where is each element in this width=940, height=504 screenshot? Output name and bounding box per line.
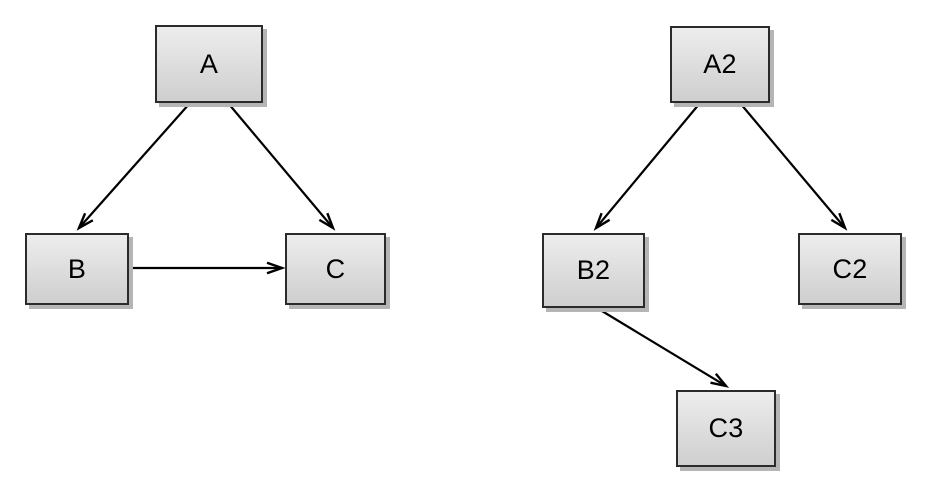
edge-b2-to-c3[interactable] xyxy=(596,307,730,388)
node-b2[interactable]: B2 xyxy=(542,233,645,308)
edge-line xyxy=(596,307,727,387)
edge-line xyxy=(227,102,334,229)
node-label-c2: C2 xyxy=(832,253,868,284)
edge-line xyxy=(739,102,846,229)
edge-line xyxy=(78,102,191,229)
node-b[interactable]: B xyxy=(25,233,129,305)
edge-b-to-c[interactable] xyxy=(130,261,286,275)
arrowhead-icon xyxy=(318,212,336,231)
arrowhead-icon xyxy=(76,212,94,231)
node-label-b: B xyxy=(67,253,87,284)
arrowhead-icon xyxy=(593,212,611,231)
edge-a2-to-b2[interactable] xyxy=(593,102,701,231)
node-label-a2: A2 xyxy=(703,49,737,79)
arrowhead-icon xyxy=(266,261,286,275)
arrowhead-icon xyxy=(830,212,848,231)
node-label-b2: B2 xyxy=(576,255,611,285)
node-label-a: A xyxy=(199,48,219,79)
edge-a2-to-c2[interactable] xyxy=(739,102,848,231)
edge-line xyxy=(595,102,701,229)
node-a2[interactable]: A2 xyxy=(670,26,770,103)
node-c3[interactable]: C3 xyxy=(676,390,776,467)
node-label-c3: C3 xyxy=(708,413,744,443)
node-a[interactable]: A xyxy=(155,25,263,103)
arrowhead-icon xyxy=(710,373,730,388)
node-c2[interactable]: C2 xyxy=(798,233,902,305)
node-label-c: C xyxy=(325,253,346,284)
edge-a-to-b[interactable] xyxy=(76,102,191,231)
node-c[interactable]: C xyxy=(285,233,386,305)
edge-a-to-c[interactable] xyxy=(227,102,336,231)
